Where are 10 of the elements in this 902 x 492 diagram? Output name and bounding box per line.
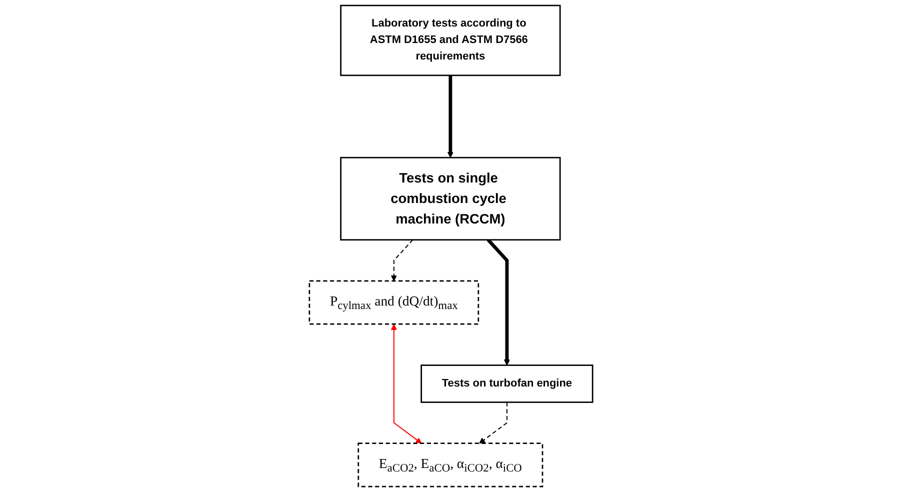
- arrow: [390, 239, 414, 282]
- arrow: [479, 402, 508, 444]
- node-box: Tests on turbofan engine: [420, 364, 594, 403]
- node-box: E$_{aCO2}$, E$_{aCO}$, α$_{iCO2}$, α$_{iCO}$: [358, 442, 544, 488]
- arrow: [447, 75, 454, 158]
- node-box: Laboratory tests according to ASTM D1655 and ASTM D7566 requirements: [340, 4, 561, 76]
- node-box: P$_{cylmax}$ and (dQ/dt)$_{max}$: [308, 280, 480, 325]
- arrow: [486, 238, 510, 366]
- arrow: [390, 324, 422, 444]
- node-box: Tests on single combustion cycle machine (RCCM): [340, 156, 561, 241]
